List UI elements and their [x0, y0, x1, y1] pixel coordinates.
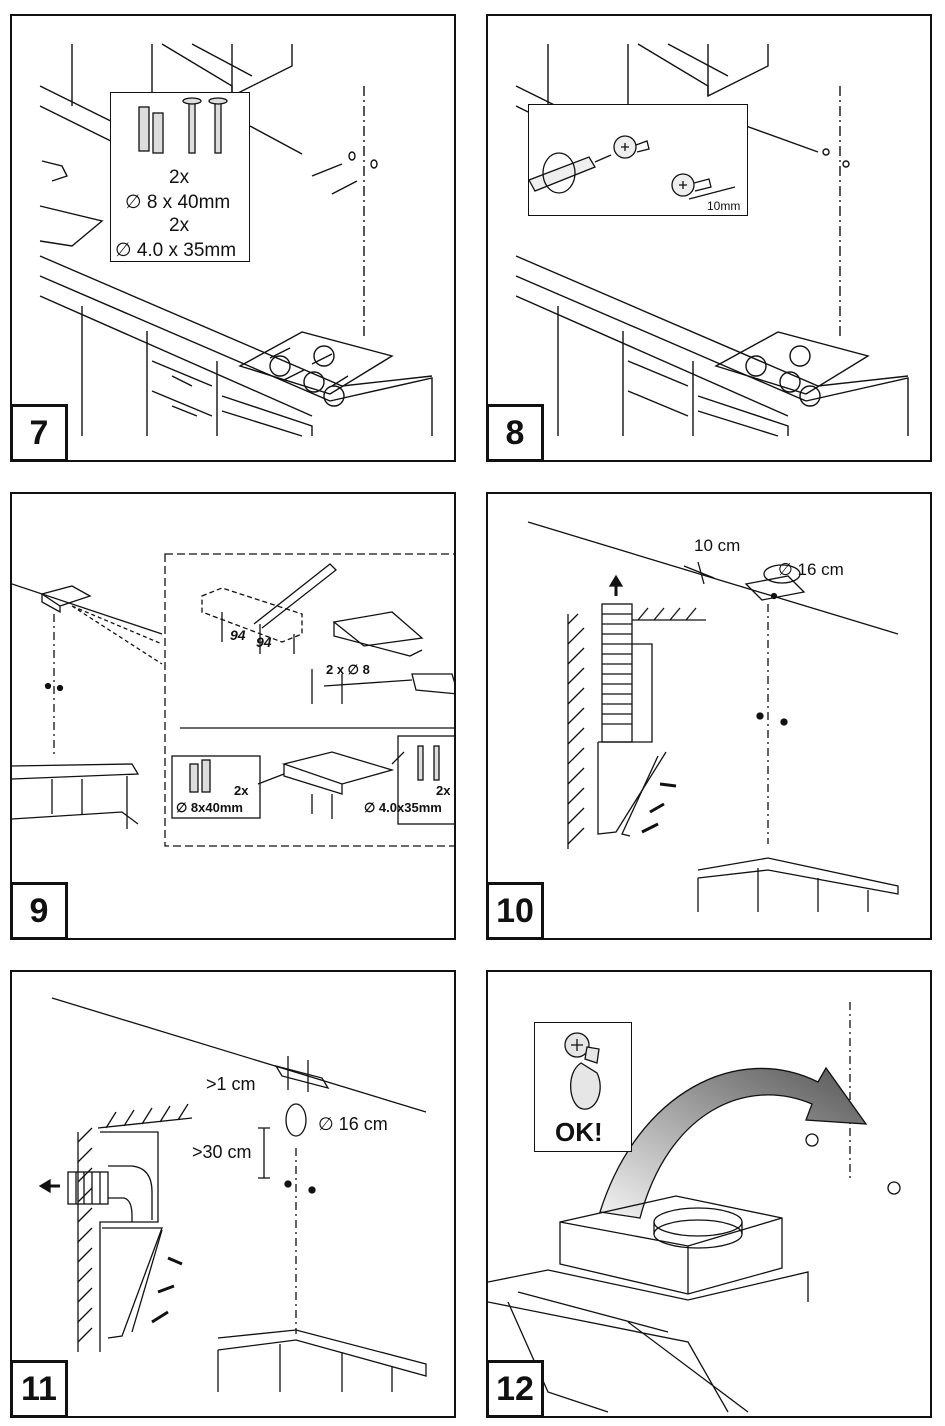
min-gap-label: >30 cm [192, 1142, 252, 1162]
step-number: 11 [12, 1360, 68, 1416]
step-number: 12 [488, 1360, 544, 1416]
step-9-panel: 94 94 2 x ∅ 8 2x ∅ 8x40mm 2x ∅ 4.0x35mm … [10, 492, 456, 940]
hang-hood-illustration [488, 1002, 901, 1413]
side-duct-illustration [38, 997, 427, 1392]
step-12-panel: OK! 12 [486, 970, 932, 1418]
screw-size-label: ∅ 4.0 x 35mm [115, 240, 237, 261]
step-number: 8 [488, 404, 544, 460]
step-number: 10 [488, 882, 544, 938]
drill-label: 2 x ∅ 8 [326, 662, 370, 677]
step-number: 9 [12, 882, 68, 938]
ok-label: OK! [555, 1117, 603, 1147]
step-7-panel: 2x ∅ 8 x 40mm 2x ∅ 4.0 x 35mm 7 [10, 14, 456, 462]
screwdriver-icon [528, 135, 736, 200]
screw-depth-label: 10mm [707, 199, 741, 213]
screw-count-label: 2x [169, 215, 190, 236]
screw-depth-inset: 10mm [528, 104, 748, 216]
top-clearance-label: >1 cm [206, 1074, 256, 1094]
spacing-label-right: 94 [256, 634, 272, 650]
duct-position-illustration [527, 521, 899, 912]
duct-diameter-label: ∅ 16 cm [778, 560, 844, 579]
plugs-and-screws-icon [138, 97, 228, 154]
plug-count-label: 2x [169, 167, 190, 188]
screw-hook-icon [564, 1032, 601, 1110]
plug-count-label: 2x [234, 783, 249, 798]
ok-inset: OK! [534, 1022, 632, 1152]
spacing-label-left: 94 [230, 627, 246, 643]
duct-diameter-label: ∅ 16 cm [318, 1114, 388, 1134]
screw-size-label: ∅ 4.0x35mm [364, 800, 442, 815]
step-10-panel: 10 cm ∅ 16 cm 10 [486, 492, 932, 940]
kitchen-wall-illustration [515, 43, 909, 437]
offset-label: 10 cm [694, 536, 741, 555]
step-number: 7 [12, 404, 68, 460]
plug-size-label: ∅ 8 x 40mm [125, 192, 231, 213]
bracket-mounting-illustration [12, 553, 454, 847]
screw-count-label: 2x [436, 783, 451, 798]
fixings-inset: 2x ∅ 8 x 40mm 2x ∅ 4.0 x 35mm [110, 92, 250, 262]
plug-size-label: ∅ 8x40mm [176, 800, 243, 815]
step-8-panel: 10mm 8 [486, 14, 932, 462]
kitchen-wall-illustration [39, 43, 433, 437]
step-11-panel: >1 cm ∅ 16 cm >30 cm 11 [10, 970, 456, 1418]
